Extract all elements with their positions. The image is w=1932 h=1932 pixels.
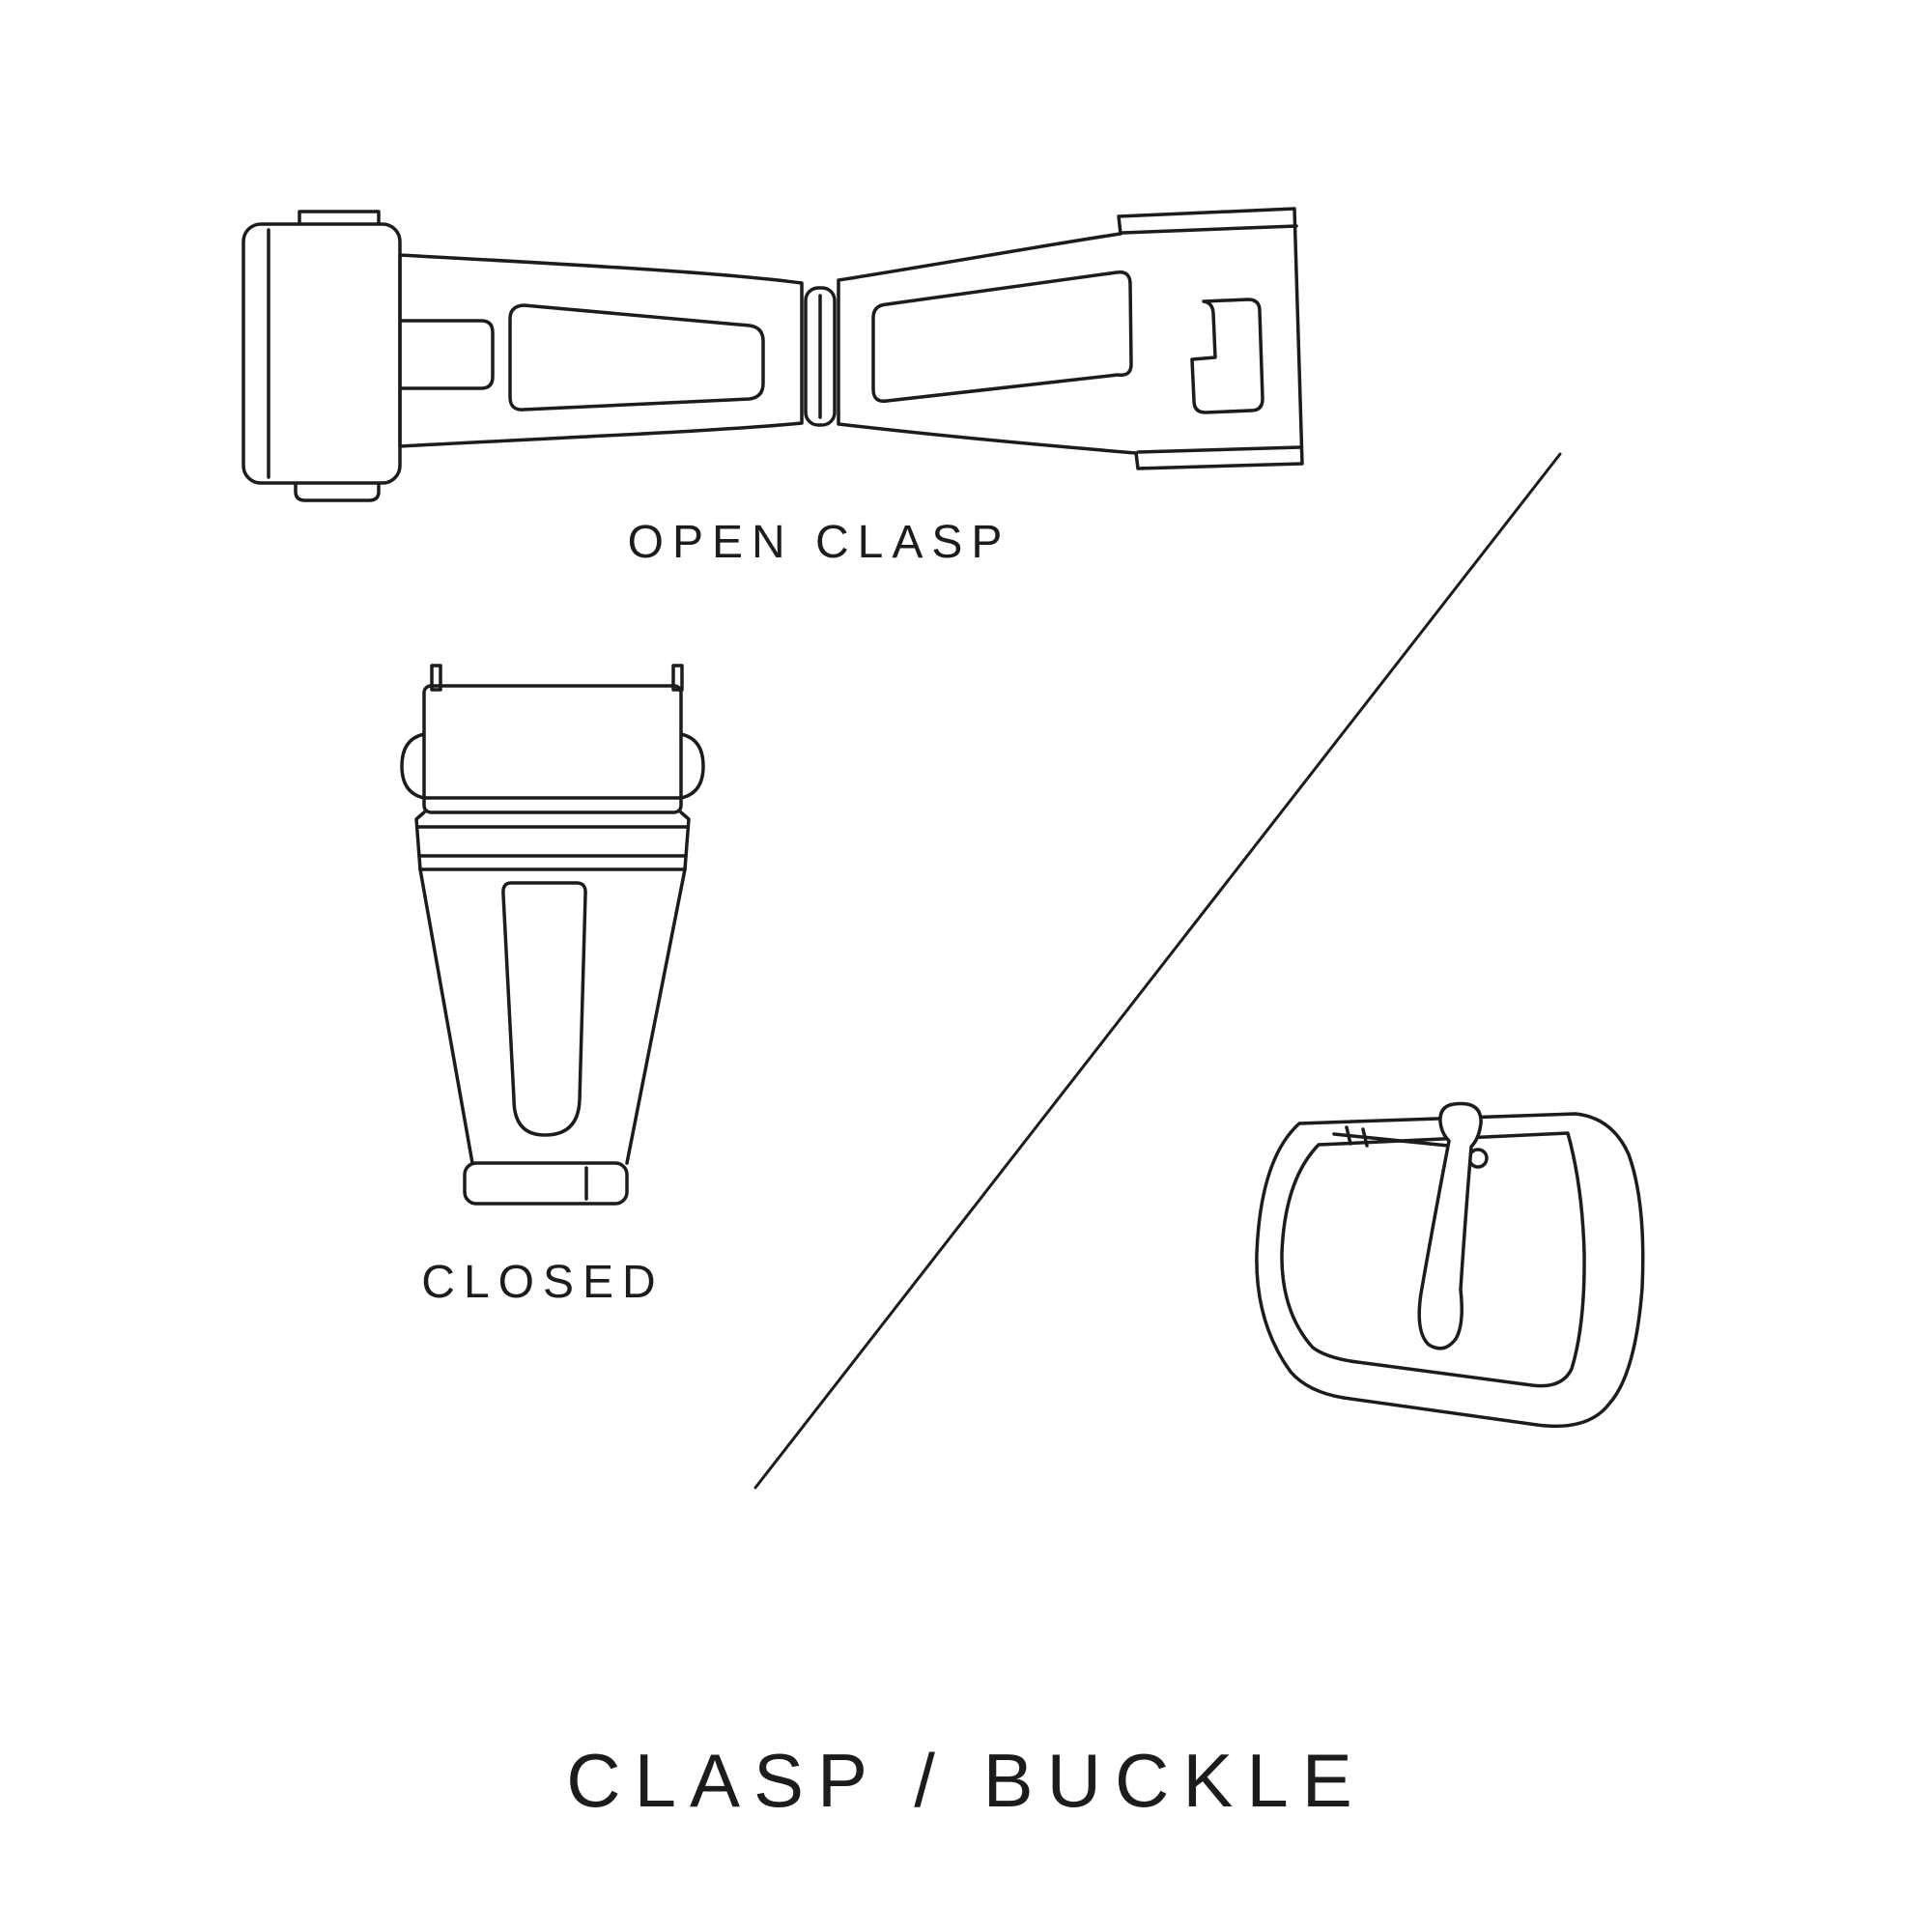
closed-clasp-label: CLOSED <box>421 1257 665 1308</box>
buckle-illustration <box>1255 1101 1645 1429</box>
open-clasp-label: OPEN CLASP <box>627 517 1011 568</box>
divider-figure <box>744 444 1575 1497</box>
buckle-figure <box>1251 1100 1651 1435</box>
diagonal-divider-line <box>753 452 1562 1490</box>
open-clasp-figure <box>222 185 1320 502</box>
closed-clasp-illustration <box>400 664 705 1206</box>
open-clasp-illustration <box>242 207 1304 502</box>
page-title: CLASP / BUCKLE <box>566 1738 1366 1823</box>
closed-clasp-figure <box>387 663 708 1215</box>
